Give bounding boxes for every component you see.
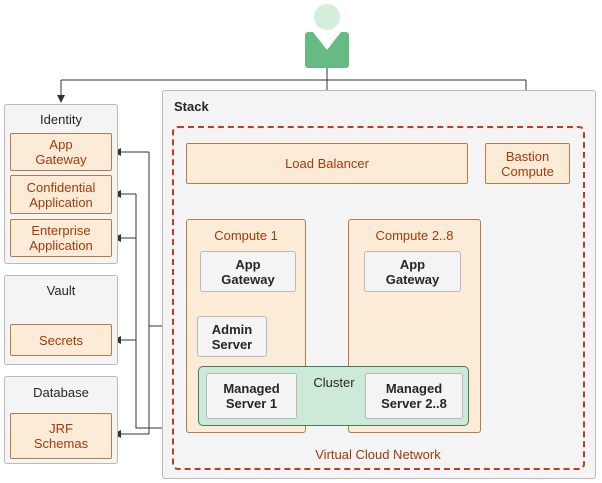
managed-server-2-8[interactable]: Managed Server 2..8: [365, 373, 463, 419]
secrets-label: Secrets: [38, 332, 84, 348]
managed-server-1-label: Managed Server 1: [223, 381, 280, 411]
compute-1-title: Compute 1: [214, 228, 278, 243]
jrf-schemas[interactable]: JRF Schemas: [10, 413, 112, 459]
admin-server-label: Admin Server: [211, 321, 253, 352]
jrf-schemas-label: JRF Schemas: [33, 421, 89, 451]
identity-app-gateway-label: App Gateway: [35, 137, 87, 167]
managed-server-1[interactable]: Managed Server 1: [206, 373, 297, 419]
virtual-cloud-network: [172, 126, 585, 470]
bastion-compute-label: Bastion Compute: [501, 148, 554, 179]
stack-title: Stack: [174, 99, 209, 114]
load-balancer-label: Load Balancer: [285, 156, 369, 171]
compute-1-app-gateway-label: App Gateway: [221, 256, 275, 287]
load-balancer[interactable]: Load Balancer: [186, 143, 468, 184]
enterprise-application[interactable]: Enterprise Application: [10, 219, 112, 257]
identity-app-gateway[interactable]: App Gateway: [10, 133, 112, 171]
confidential-application-label: Confidential Application: [26, 179, 96, 210]
admin-server[interactable]: Admin Server: [197, 316, 267, 357]
cluster-title: Cluster: [313, 375, 355, 390]
compute-2-8-title: Compute 2..8: [375, 228, 454, 243]
compute-2-app-gateway-label: App Gateway: [385, 256, 440, 287]
managed-server-2-8-label: Managed Server 2..8: [381, 381, 447, 411]
enterprise-application-label: Enterprise Application: [29, 223, 93, 253]
identity-title: Identity: [40, 112, 82, 127]
compute-1-app-gateway[interactable]: App Gateway: [200, 251, 296, 292]
user-icon: [305, 4, 349, 68]
database-title: Database: [33, 385, 89, 400]
compute-2-app-gateway[interactable]: App Gateway: [364, 251, 461, 292]
vault-title: Vault: [46, 283, 76, 298]
confidential-application[interactable]: Confidential Application: [10, 175, 112, 214]
vcn-label: Virtual Cloud Network: [315, 447, 441, 462]
secrets[interactable]: Secrets: [10, 324, 112, 356]
bastion-compute[interactable]: Bastion Compute: [485, 143, 570, 184]
